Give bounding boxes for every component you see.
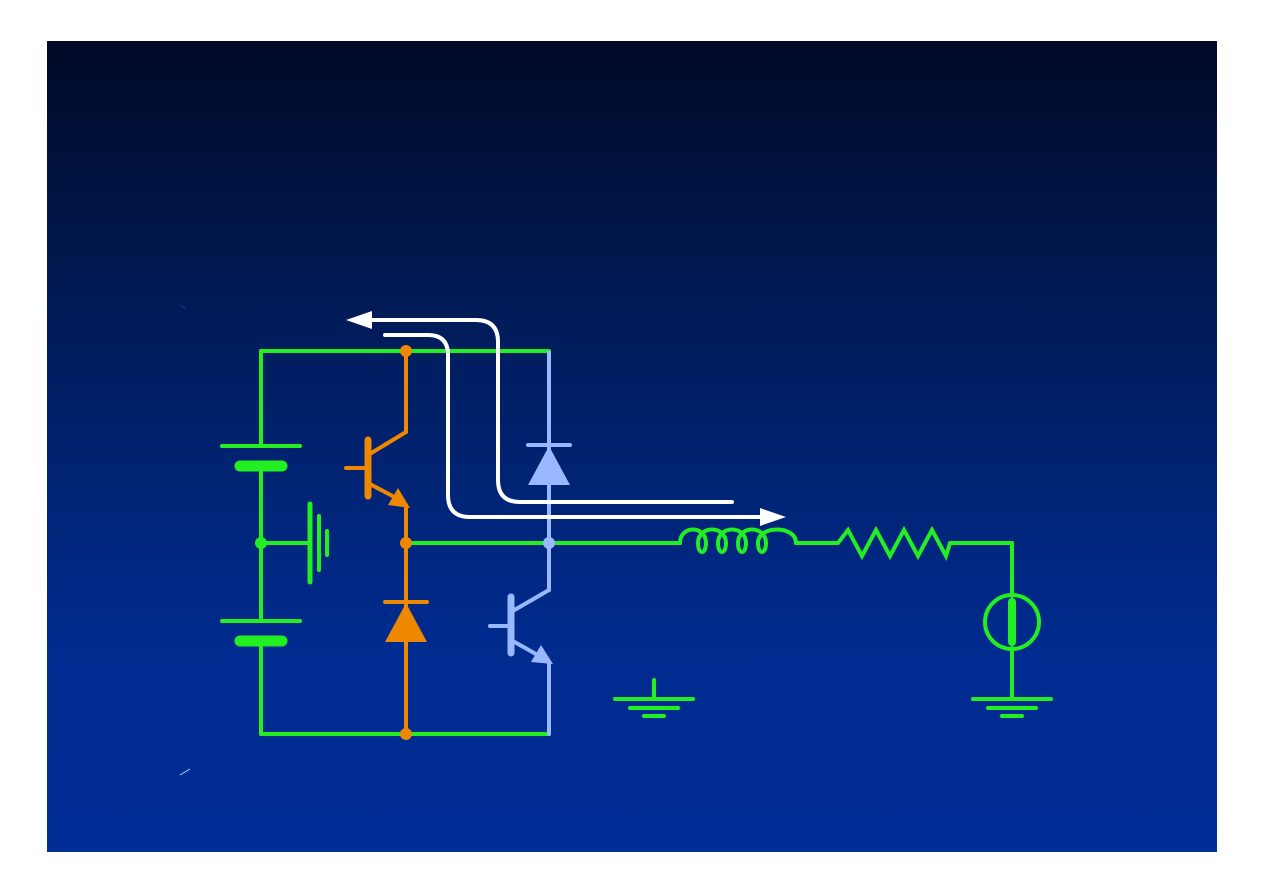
current-source-symbol (983, 593, 1041, 651)
transistor-lower-symbol (488, 541, 551, 736)
transistor-upper-emitter-arrow (388, 488, 410, 508)
diode-upper-symbol (526, 351, 572, 543)
ground-midpoint-symbol (307, 501, 329, 585)
current-path-arrow-outgoing (346, 311, 734, 504)
battery-upper-symbol (220, 444, 302, 472)
node-dot-lower-rail (400, 728, 412, 740)
node-dot-midpoint (255, 537, 267, 549)
stray-mark-top (179, 304, 187, 310)
ground-right-symbol (971, 697, 1053, 718)
stray-mark-bottom (179, 768, 191, 776)
node-dot-output-orange (400, 537, 412, 549)
resistor-symbol (836, 525, 952, 562)
inductor-symbol (678, 527, 798, 554)
ground-center-symbol (613, 678, 695, 718)
diode-lower-symbol (383, 543, 429, 734)
transistor-upper-symbol (344, 349, 408, 545)
battery-lower-symbol (220, 619, 302, 647)
transistor-lower-emitter-arrow (531, 645, 553, 664)
node-dot-output-blue (543, 537, 555, 549)
current-path-arrow-returning (383, 333, 786, 526)
node-dot-upper-switch-top (400, 345, 412, 357)
